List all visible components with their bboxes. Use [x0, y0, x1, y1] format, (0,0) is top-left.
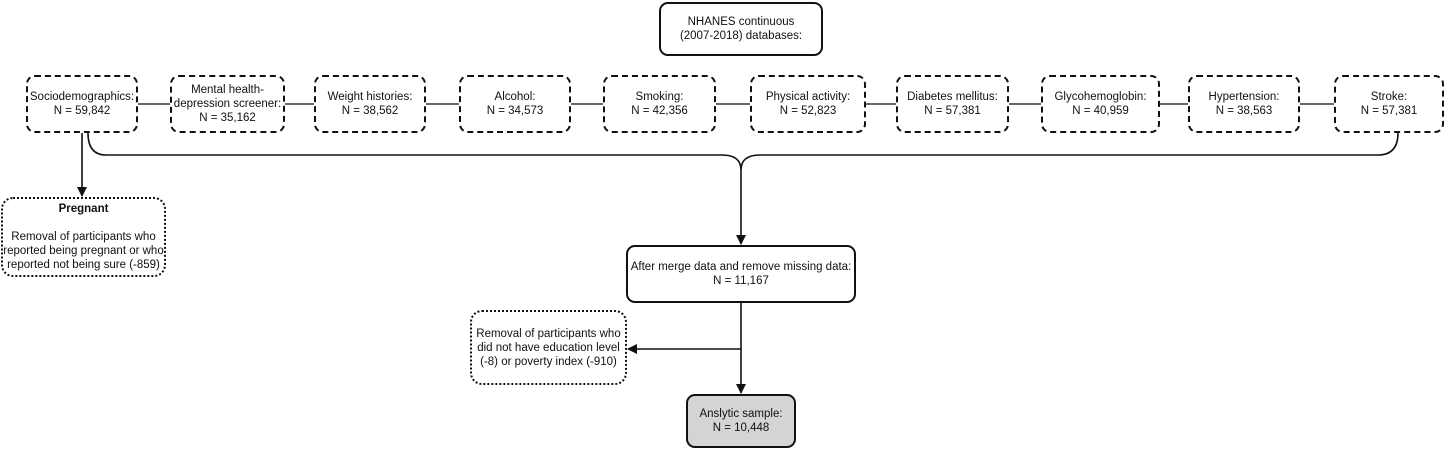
- pregnant-text-line1: Removal of participants who: [11, 231, 156, 243]
- source-box-sociodemographics: Sociodemographics: N = 59,842: [26, 75, 138, 133]
- source-box-mental-health: Mental health- depression screener: N = …: [170, 75, 285, 133]
- source-count: N = 57,381: [924, 105, 981, 117]
- source-box-alcohol: Alcohol: N = 34,573: [459, 75, 571, 133]
- source-count: N = 34,573: [486, 105, 544, 117]
- source-count: N = 59,842: [53, 105, 111, 117]
- analytic-sample-label: Anslytic sample:: [699, 408, 783, 420]
- source-label: Hypertension:: [1208, 91, 1280, 103]
- source-box-hypertension: Hypertension: N = 38,563: [1188, 75, 1300, 133]
- merge-count: N = 11,167: [713, 275, 769, 287]
- source-label: Smoking:: [635, 91, 684, 103]
- removal-text-line1: Removal of participants who: [476, 327, 621, 340]
- source-count: N = 52,823: [779, 105, 837, 117]
- pregnant-exclusion-box: Pregnant Removal of participants who rep…: [1, 197, 166, 277]
- source-label: Physical activity:: [765, 91, 851, 103]
- nhanes-title: NHANES continuous: [687, 16, 795, 28]
- merge-data-box: After merge data and remove missing data…: [626, 245, 856, 303]
- pregnant-text-line3: reported not being sure (-859): [7, 259, 160, 271]
- source-label: Sociodemographics:: [29, 91, 135, 103]
- source-label-2: depression screener:: [173, 98, 282, 110]
- merge-brace: [87, 132, 1399, 171]
- nhanes-database-box: NHANES continuous (2007-2018) databases:: [659, 2, 823, 56]
- source-box-weight-histories: Weight histories: N = 38,562: [314, 75, 426, 133]
- source-box-smoking: Smoking: N = 42,356: [603, 75, 716, 133]
- pregnant-title: Pregnant: [58, 203, 109, 215]
- source-count: N = 38,562: [341, 105, 399, 117]
- analytic-sample-box: Anslytic sample: N = 10,448: [686, 394, 796, 448]
- source-label: Weight histories:: [327, 91, 413, 103]
- removal-text-line2: did not have education level: [477, 341, 620, 354]
- source-label: Mental health-: [191, 84, 264, 96]
- source-box-diabetes: Diabetes mellitus: N = 57,381: [896, 75, 1009, 133]
- source-label: Diabetes mellitus:: [907, 91, 998, 103]
- pregnant-text-line2: reported being pregnant or who: [3, 245, 164, 257]
- source-label: Stroke:: [1370, 91, 1408, 103]
- merge-label: After merge data and remove missing data…: [630, 261, 852, 273]
- source-box-glycohemoglobin: Glycohemoglobin: N = 40,959: [1041, 75, 1160, 133]
- source-label: Alcohol:: [494, 91, 536, 103]
- source-count: N = 42,356: [631, 105, 688, 117]
- source-box-physical-activity: Physical activity: N = 52,823: [750, 75, 866, 133]
- source-box-stroke: Stroke: N = 57,381: [1334, 75, 1444, 133]
- source-count: N = 40,959: [1072, 105, 1129, 117]
- removal-text-line3: (-8) or poverty index (-910): [480, 355, 617, 368]
- source-count: N = 35,162: [199, 112, 256, 124]
- source-count: N = 57,381: [1360, 105, 1418, 117]
- source-count: N = 38,563: [1215, 105, 1273, 117]
- nhanes-subtitle: (2007-2018) databases:: [679, 30, 803, 42]
- analytic-sample-count: N = 10,448: [712, 422, 770, 434]
- source-label: Glycohemoglobin:: [1054, 91, 1147, 103]
- education-poverty-exclusion-box: Removal of participants who did not have…: [470, 310, 627, 385]
